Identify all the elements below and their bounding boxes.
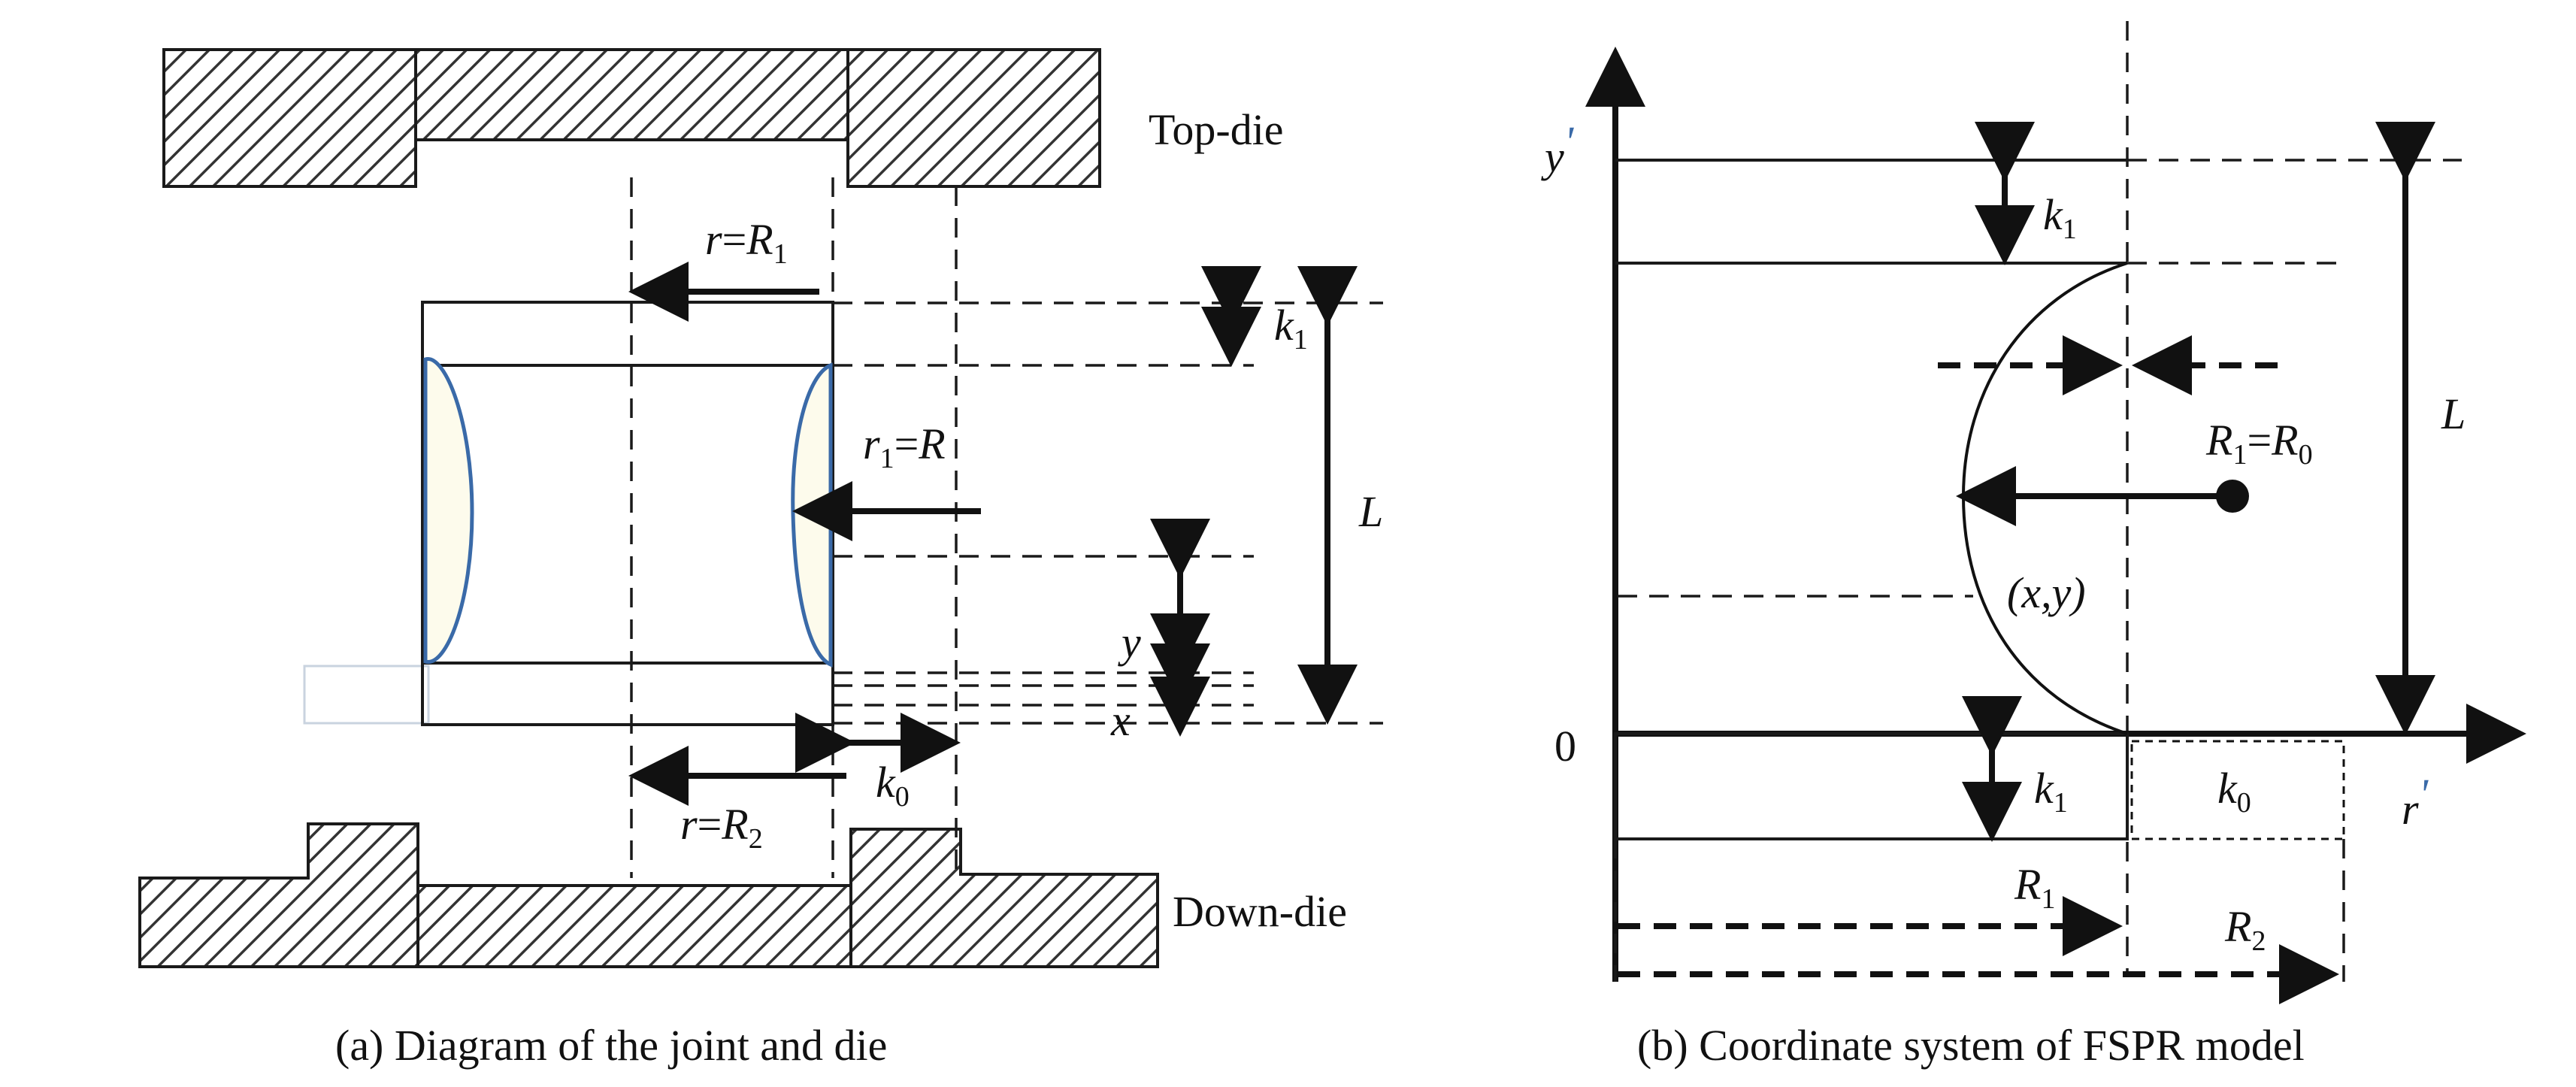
label-r-R1: r=R1: [705, 215, 788, 270]
label-r-R2: r=R2: [680, 800, 763, 855]
label-r1-R: r1=R: [863, 419, 946, 474]
label-point-xy: (x,y): [2007, 568, 2086, 617]
ghost-plate: [303, 665, 430, 725]
left-bulge: [423, 357, 474, 664]
label-k0-b: k0: [2217, 764, 2251, 819]
label-y: y: [1118, 618, 1141, 667]
caption-b: (b) Coordinate system of FSPR model: [1637, 1021, 2305, 1070]
right-bulge: [791, 362, 833, 668]
panel-b: y' r' 0 k1 k1 R1=R0 (x,y) L k0: [1541, 21, 2526, 1070]
label-k1-b-bottom: k1: [2034, 764, 2068, 819]
center-point: [2216, 480, 2249, 513]
origin-label: 0: [1554, 722, 1576, 771]
label-k1-a: k1: [1274, 301, 1308, 356]
label-R1-eq-R0: R1=R0: [2205, 416, 2313, 471]
label-R2: R2: [2224, 902, 2266, 957]
y-axis-label: y': [1541, 117, 1575, 181]
down-die-label: Down-die: [1173, 887, 1347, 936]
label-k0-a: k0: [876, 758, 910, 813]
bottom-plate: [1614, 732, 2129, 840]
label-x: x: [1110, 696, 1131, 745]
k0-box: [2130, 740, 2345, 840]
top-die: [162, 48, 1101, 188]
label-L-b: L: [2441, 389, 2466, 438]
down-die: [138, 822, 1159, 968]
panel-a: Top-die Down-die r=R: [138, 48, 1383, 1070]
caption-a: (a) Diagram of the joint and die: [335, 1021, 887, 1070]
joint-specimen: [421, 301, 834, 726]
top-die-label: Top-die: [1149, 105, 1284, 154]
r-axis-label: r': [2402, 770, 2429, 834]
label-R1: R1: [2014, 860, 2055, 915]
label-L-a: L: [1358, 487, 1383, 536]
label-k1-b-top: k1: [2043, 190, 2077, 245]
